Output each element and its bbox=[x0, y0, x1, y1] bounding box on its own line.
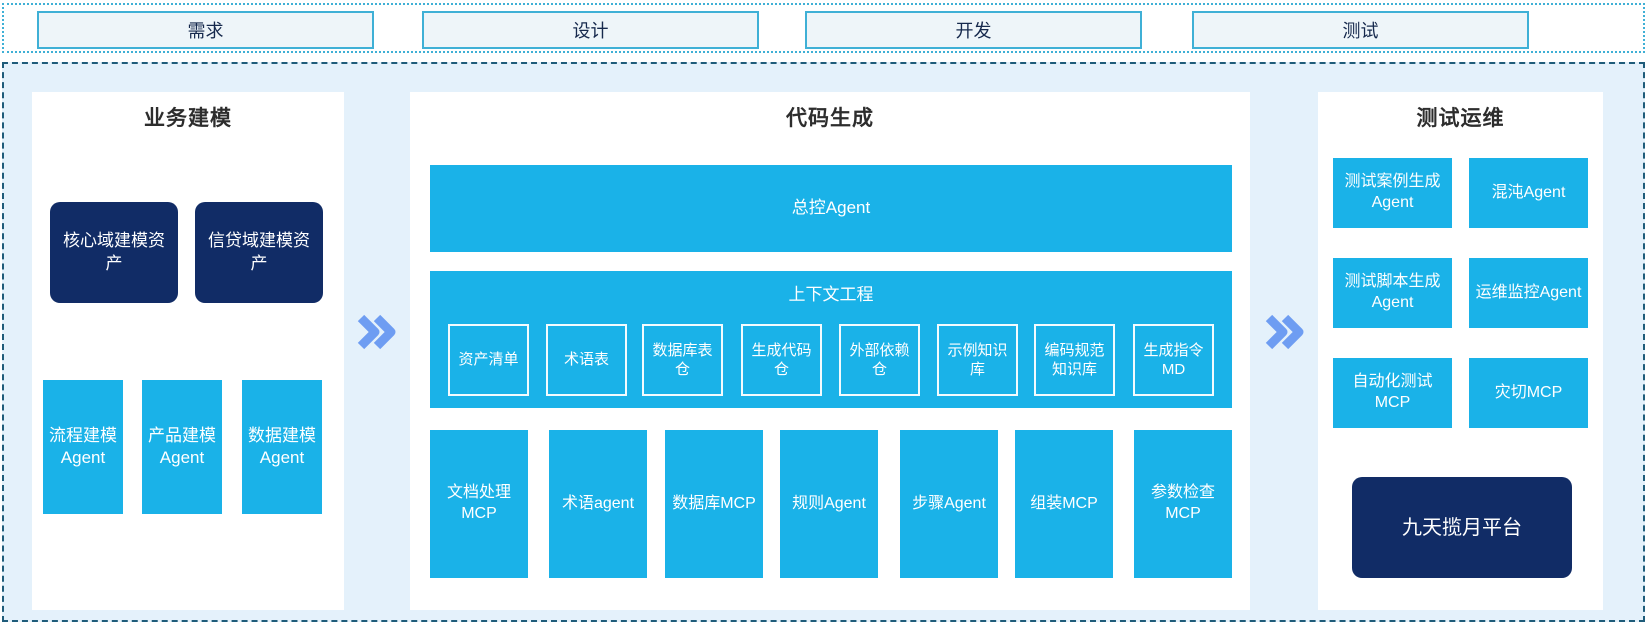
param-check-mcp-box: 参数检查MCP bbox=[1134, 430, 1232, 578]
doc-processing-mcp-box: 文档处理MCP bbox=[430, 430, 528, 578]
coding-standards-kb-box: 编码规范知识库 bbox=[1034, 324, 1115, 396]
terminology-agent-box: 术语agent bbox=[549, 430, 647, 578]
disaster-switch-mcp-box: 灾切MCP bbox=[1469, 358, 1588, 428]
jiutian-lanyue-platform-box: 九天揽月平台 bbox=[1352, 477, 1572, 578]
phase-label: 测试 bbox=[1342, 21, 1379, 41]
panel-code-generation: 代码生成 总控Agent 上下文工程 资产清单 术语表 数据库表仓 生成代码仓 … bbox=[410, 92, 1250, 610]
chaos-agent-box: 混沌Agent bbox=[1469, 158, 1588, 228]
core-domain-assets-box: 核心域建模资产 bbox=[50, 202, 178, 303]
phase-strip: 需求 设计 开发 测试 bbox=[2, 3, 1645, 53]
phase-label: 设计 bbox=[572, 21, 609, 41]
test-script-gen-agent-box: 测试脚本生成Agent bbox=[1333, 258, 1452, 328]
phase-label: 开发 bbox=[955, 21, 992, 41]
gen-code-repo-box: 生成代码仓 bbox=[741, 324, 822, 396]
gen-instruction-md-box: 生成指令MD bbox=[1133, 324, 1214, 396]
steps-agent-box: 步骤Agent bbox=[900, 430, 998, 578]
panel-business-modeling: 业务建模 核心域建模资产 信贷域建模资产 流程建模Agent 产品建模Agent… bbox=[32, 92, 344, 610]
example-kb-box: 示例知识库 bbox=[937, 324, 1018, 396]
credit-domain-assets-box: 信贷域建模资产 bbox=[195, 202, 323, 303]
database-mcp-box: 数据库MCP bbox=[665, 430, 763, 578]
double-chevron-right-icon bbox=[1265, 314, 1304, 350]
double-chevron-right-icon bbox=[357, 314, 396, 350]
phase-development: 开发 bbox=[805, 11, 1142, 49]
process-modeling-agent-box: 流程建模Agent bbox=[43, 380, 123, 514]
db-table-repo-box: 数据库表仓 bbox=[642, 324, 723, 396]
data-modeling-agent-box: 数据建模Agent bbox=[242, 380, 322, 514]
assembly-mcp-box: 组装MCP bbox=[1015, 430, 1113, 578]
automated-test-mcp-box: 自动化测试MCP bbox=[1333, 358, 1452, 428]
test-case-gen-agent-box: 测试案例生成Agent bbox=[1333, 158, 1452, 228]
phase-testing: 测试 bbox=[1192, 11, 1529, 49]
phase-design: 设计 bbox=[422, 11, 759, 49]
ops-monitoring-agent-box: 运维监控Agent bbox=[1469, 258, 1588, 328]
panel-title: 测试运维 bbox=[1416, 107, 1505, 130]
panel-test-ops: 测试运维 测试案例生成Agent 混沌Agent 测试脚本生成Agent 运维监… bbox=[1318, 92, 1603, 610]
context-engineering-block: 上下文工程 资产清单 术语表 数据库表仓 生成代码仓 外部依赖仓 示例知识库 编… bbox=[430, 271, 1232, 408]
ext-dependency-repo-box: 外部依赖仓 bbox=[839, 324, 920, 396]
master-control-agent-bar: 总控Agent bbox=[430, 165, 1232, 252]
phase-requirements: 需求 bbox=[37, 11, 374, 49]
asset-list-box: 资产清单 bbox=[448, 324, 529, 396]
product-modeling-agent-box: 产品建模Agent bbox=[142, 380, 222, 514]
rules-agent-box: 规则Agent bbox=[780, 430, 878, 578]
glossary-box: 术语表 bbox=[546, 324, 627, 396]
panel-title: 业务建模 bbox=[144, 107, 232, 130]
panel-title: 代码生成 bbox=[786, 107, 874, 130]
context-engineering-title: 上下文工程 bbox=[788, 285, 874, 304]
phase-label: 需求 bbox=[187, 21, 224, 41]
